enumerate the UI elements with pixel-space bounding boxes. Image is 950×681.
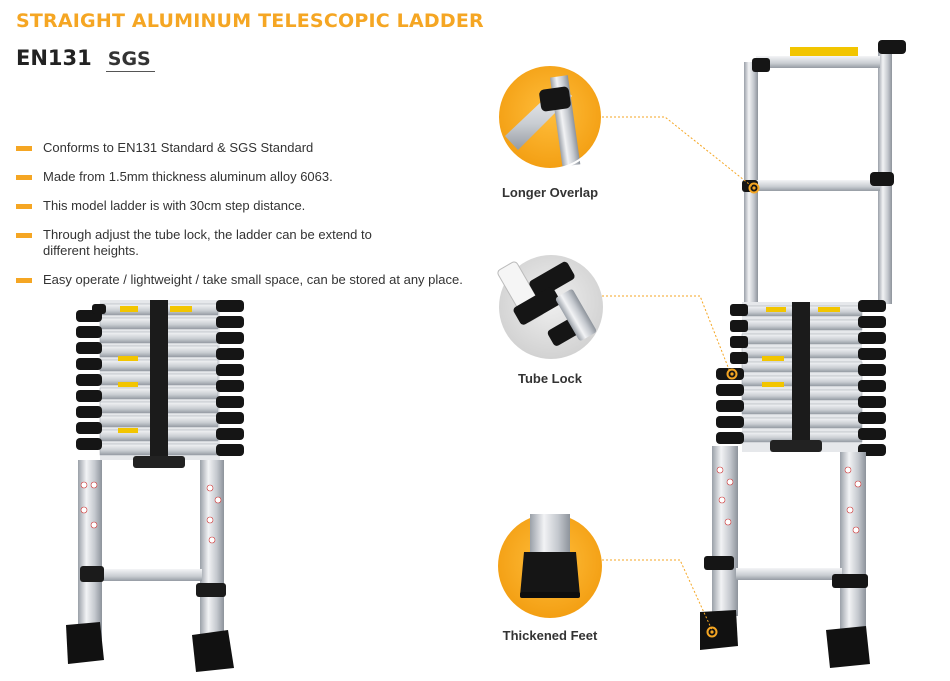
feature-list: Conforms to EN131 Standard & SGS Standar…: [16, 140, 486, 301]
tube-lock-callout-image: [497, 255, 603, 359]
feature-item: Made from 1.5mm thickness aluminum alloy…: [16, 169, 486, 185]
feature-item: Easy operate / lightweight / take small …: [16, 272, 486, 288]
longer-overlap-label: Longer Overlap: [501, 185, 599, 200]
page-title: STRAIGHT ALUMINUM TELESCOPIC LADDER: [16, 10, 484, 32]
extended-ladder-image: [700, 40, 906, 668]
standards-row: EN131 SGS: [16, 46, 155, 72]
thickened-feet-callout-image: [498, 514, 602, 618]
standard-en131: EN131: [16, 46, 92, 70]
feature-item: Through adjust the tube lock, the ladder…: [16, 227, 396, 259]
feature-item: Conforms to EN131 Standard & SGS Standar…: [16, 140, 486, 156]
thickened-feet-label: Thickened Feet: [502, 628, 598, 643]
longer-overlap-callout-image: [497, 64, 603, 170]
tube-lock-label: Tube Lock: [517, 371, 583, 386]
feature-item: This model ladder is with 30cm step dist…: [16, 198, 486, 214]
callout-leader-lines: [602, 116, 755, 631]
callout-target-markers: [706, 182, 760, 638]
standard-sgs-logo: SGS: [105, 48, 155, 72]
collapsed-ladder-image: [66, 300, 244, 672]
